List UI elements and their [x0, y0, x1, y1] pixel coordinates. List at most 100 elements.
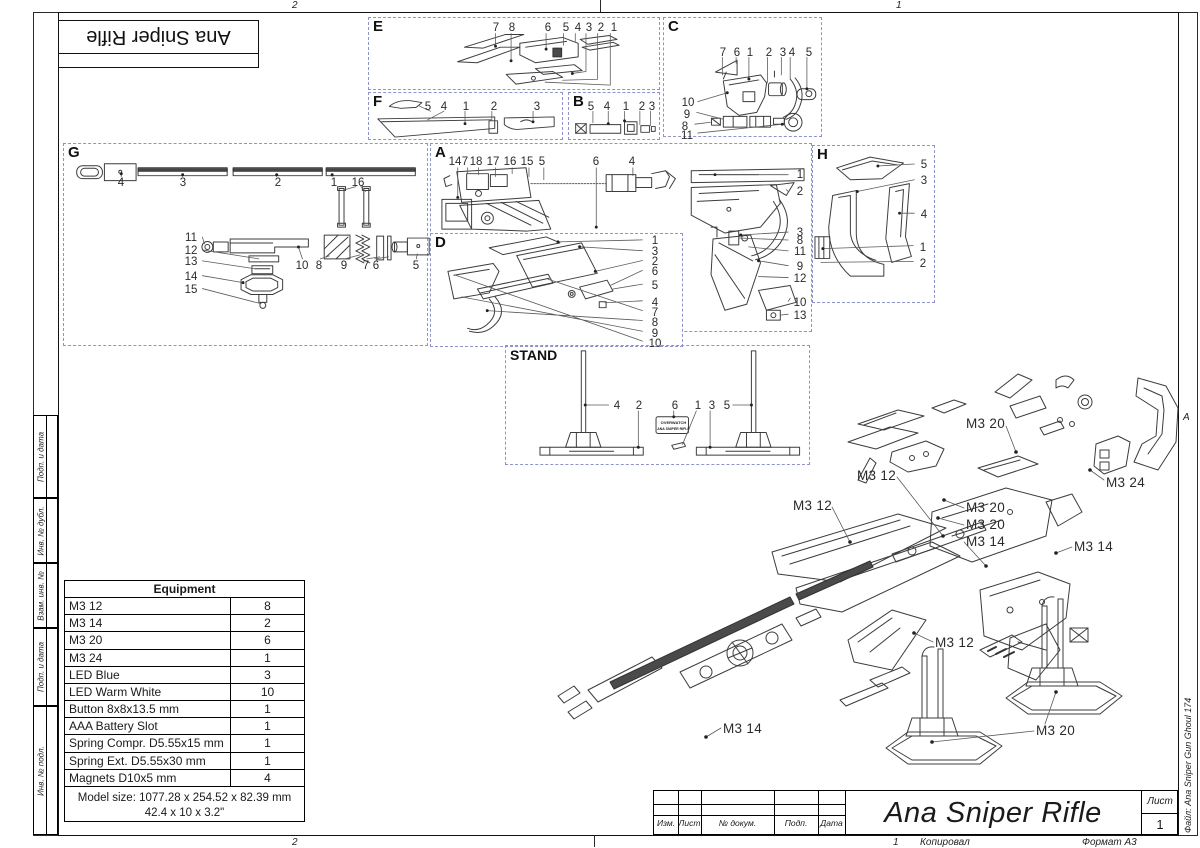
screw-size-label: M3 14 [966, 534, 1006, 549]
part-callout: 1 [796, 169, 804, 181]
part-callout: 1 [610, 22, 618, 34]
equipment-table-footer: Model size: 1077.28 x 254.52 x 82.39 mm … [65, 787, 304, 821]
part-callout: 3 [179, 177, 187, 189]
part-callout: 11 [681, 130, 693, 142]
part-callout: 5 [424, 101, 432, 113]
part-callout: 8 [508, 22, 516, 34]
equipment-qty: 1 [264, 702, 271, 717]
margin-cell-label: Подп. и дата [36, 641, 46, 693]
title-block-line [818, 791, 819, 834]
equipment-qty: 1 [264, 753, 271, 768]
part-callout: 1 [746, 47, 754, 59]
margin-cell-podp-i-data-2: Подп. и дата [33, 628, 58, 706]
margin-cell-label: Инв. № подл. [36, 745, 46, 796]
part-callout: 10 [681, 97, 695, 109]
mirrored-title-stamp: Ana Sniper Rifle [58, 20, 259, 68]
part-callout: 2 [765, 47, 773, 59]
equipment-table-title: Equipment [65, 581, 304, 598]
section-e-label: E [373, 18, 384, 35]
title-block-col-podp: Подп. [784, 818, 808, 828]
part-callout: 6 [592, 156, 600, 168]
title-block-line [701, 791, 702, 834]
part-callout: 15 [184, 284, 198, 296]
exploded-assembly-drawing [557, 373, 1179, 765]
zone-number-bottom-1: 1 [893, 837, 899, 848]
title-block-line [845, 791, 846, 834]
plaque-line-1: OVERWATCH [660, 420, 687, 425]
part-callout: 5 [723, 400, 731, 412]
section-f-drawing [377, 100, 555, 138]
part-callout: 3 [648, 101, 656, 113]
section-stand-label: STAND [510, 347, 558, 363]
margin-cell-label: Инв. № дубл. [36, 505, 46, 556]
title-block-col-list: Лист [678, 818, 701, 828]
part-callout: 5 [920, 159, 928, 171]
equipment-name: Magnets D10x5 mm [65, 769, 231, 786]
section-f-label: F [373, 93, 383, 110]
stamp-divider [59, 53, 258, 54]
margin-cell-inv-dubl: Инв. № дубл. [33, 498, 58, 563]
title-block-col-izm: Изм. [656, 818, 676, 828]
section-b-drawing [575, 110, 656, 135]
part-callout: 4 [920, 209, 928, 221]
part-callout: 1 [694, 400, 702, 412]
part-callout: 16 [351, 177, 365, 189]
part-callout: 7 [492, 22, 500, 34]
zone-number-top-1: 1 [896, 0, 902, 11]
part-callout: 1 [919, 242, 927, 254]
screw-size-label: M3 12 [935, 635, 975, 650]
equipment-qty: 3 [264, 667, 271, 682]
part-callout: 11 [794, 246, 806, 258]
part-callout: 5 [562, 22, 570, 34]
part-callout: 3 [651, 246, 659, 258]
equipment-name: M3 20 [65, 632, 231, 649]
screw-size-label: M3 12 [857, 468, 897, 483]
part-callout: 1 [651, 235, 659, 247]
title-block-line [654, 815, 845, 816]
section-g-drawing [76, 163, 430, 309]
part-callout: 18 [469, 156, 483, 168]
part-callout: 3 [533, 101, 541, 113]
copied-label: Копировал [920, 837, 970, 848]
model-size-line2: 42.4 x 10 x 3.2" [144, 806, 225, 819]
sheet-label: Лист [1147, 796, 1173, 807]
part-callout: 4 [651, 297, 659, 309]
part-callout: 2 [490, 101, 498, 113]
section-d-label: D [435, 234, 446, 251]
part-callout: 6 [733, 47, 741, 59]
equipment-name: LED Blue [65, 666, 231, 683]
title-block-col-dokum: № докум. [718, 818, 757, 828]
equipment-name: Spring Compr. D5.55x15 mm [65, 735, 231, 752]
margin-cell-label: Взам. инв. № [36, 570, 46, 621]
part-callout: 6 [544, 22, 552, 34]
title-block-line [678, 791, 679, 834]
part-callout: 4 [117, 177, 125, 189]
zone-letter-a: A [1183, 412, 1190, 423]
equipment-name: M3 24 [65, 649, 231, 666]
drawing-frame [58, 12, 1179, 836]
part-callout: 11 [185, 232, 197, 244]
part-callout: 7 [461, 156, 469, 168]
part-callout: 13 [793, 310, 807, 322]
part-callout: 6 [372, 260, 380, 272]
drawing-title: Ana Sniper Rifle [884, 797, 1102, 829]
title-block-line [1141, 813, 1179, 814]
section-d-drawing [447, 236, 643, 342]
equipment-row: Spring Ext. D5.55x30 mm 1 [65, 752, 304, 770]
mirrored-title-text: Ana Sniper Rifle [86, 26, 231, 49]
screw-size-label: M3 14 [1074, 539, 1114, 554]
part-callout: 4 [788, 47, 796, 59]
equipment-name: Spring Ext. D5.55x30 mm [65, 752, 231, 769]
margin-cell-inv-podl: Инв. № подл. [33, 706, 58, 835]
part-callout: 5 [651, 280, 659, 292]
section-h-drawing [814, 156, 915, 277]
equipment-qty: 2 [264, 616, 271, 631]
plaque-line-2: ANA SNIPER RIFLE [657, 427, 690, 431]
section-a: A [430, 143, 812, 332]
part-callout: 10 [793, 297, 807, 309]
